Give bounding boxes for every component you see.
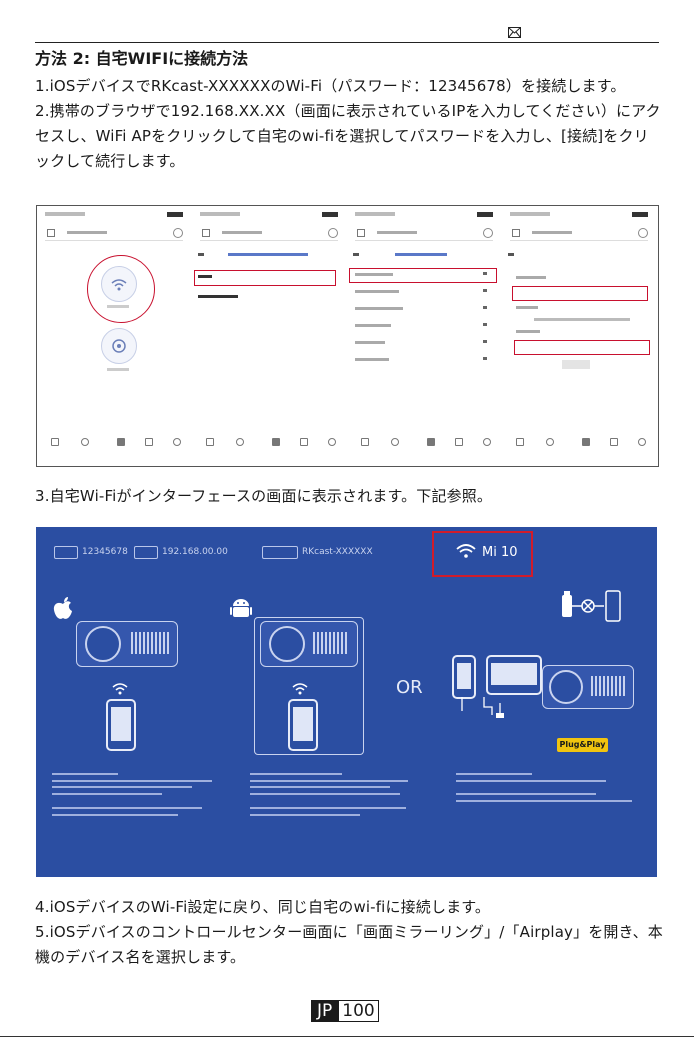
- wifi-ap-icon[interactable]: [101, 266, 137, 302]
- android-phone-image: [288, 699, 318, 751]
- step-3-text: 3.自宅Wi-Fiがインターフェースの画面に表示されます。下記参照。: [35, 487, 493, 505]
- ssid-field-highlight: [512, 286, 648, 301]
- cable-lines-icon: [456, 695, 516, 719]
- footer-rule: [0, 1036, 694, 1037]
- status-ip: 192.168.00.00: [162, 547, 228, 557]
- step-4-text: 4.iOSデバイスのWi-Fi設定に戻り、同じ自宅のwi-fiに接続します。: [35, 898, 491, 916]
- device-badge: [262, 546, 298, 559]
- ip-badge: [134, 546, 158, 559]
- apple-logo-icon: [52, 597, 74, 625]
- network-highlight: [349, 268, 497, 283]
- projector-interface-figure: 12345678 192.168.00.00 RKcast-XXXXXX Mi …: [36, 527, 657, 877]
- phone-screenshots-figure: [36, 205, 659, 467]
- home-wifi-name: Mi 10: [482, 545, 518, 560]
- projector-image-cable: [542, 665, 634, 709]
- or-label: OR: [396, 677, 423, 698]
- projector-image-android: [260, 621, 358, 667]
- status-password: 12345678: [82, 547, 128, 557]
- step-2-text: 2.携帯のブラウザで192.168.XX.XX（画面に表示されているIPを入力し…: [35, 102, 661, 170]
- scan-highlight: [194, 270, 336, 286]
- page-number-value: 100: [338, 1000, 379, 1022]
- highlight-circle: [87, 255, 155, 323]
- status-device: RKcast-XXXXXX: [302, 547, 373, 557]
- phone-screen-add-network: [504, 208, 654, 462]
- android-logo-icon: [230, 597, 252, 625]
- wifi-icon-ios: [112, 683, 128, 699]
- tablet-image: [486, 655, 542, 695]
- phone-screen-access-points: [194, 208, 344, 462]
- phone-screen-home: [39, 208, 189, 462]
- envelope-icon: [508, 27, 521, 42]
- phone-screen-scan-results: [349, 208, 499, 462]
- cable-adapter-icon: [556, 589, 626, 629]
- android-section-frame: [254, 617, 364, 755]
- language-label: JP: [311, 1000, 339, 1022]
- step-1-text: 1.iOSデバイスでRKcast-XXXXXXのWi-Fi（パスワード：1234…: [35, 77, 626, 95]
- wifi-icon-android: [292, 683, 308, 699]
- step-5-text: 5.iOSデバイスのコントロールセンター画面に「画面ミラーリング」/「Airpl…: [35, 923, 663, 966]
- plug-and-play-badge: Plug&Play: [557, 738, 608, 752]
- settings-gear-icon[interactable]: [101, 328, 137, 364]
- password-badge: [54, 546, 78, 559]
- section-heading: 方法 2: 自宅WIFIに接続方法: [35, 49, 249, 68]
- iphone-image: [106, 699, 136, 751]
- projector-image-ios: [76, 621, 178, 667]
- header-rule: [35, 42, 659, 43]
- password-field-highlight: [514, 340, 650, 355]
- home-wifi-highlight: [432, 531, 533, 577]
- cable-phone-image: [452, 655, 476, 699]
- wifi-signal-icon: [456, 544, 476, 562]
- connect-button[interactable]: [562, 360, 590, 369]
